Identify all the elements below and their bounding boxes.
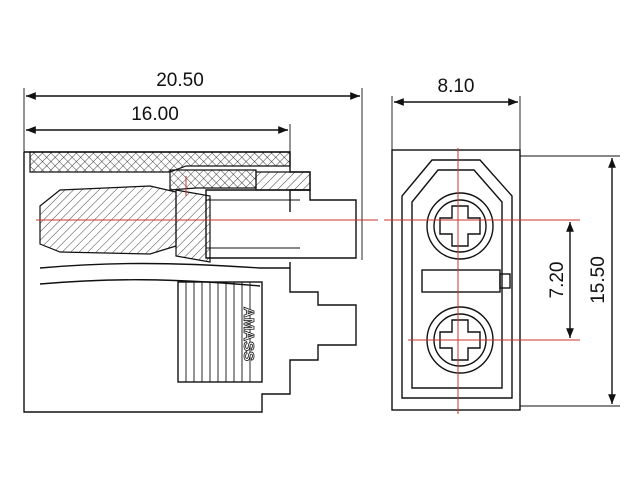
lower-housing-curve-2 bbox=[39, 279, 261, 287]
top-wall-section bbox=[29, 151, 291, 173]
sleeve-collar-section bbox=[255, 171, 311, 191]
key-slot-tab bbox=[499, 273, 511, 289]
lower-housing-curve bbox=[39, 262, 290, 269]
ribbed-grip bbox=[177, 281, 263, 383]
socket-top-outer-ring bbox=[426, 192, 494, 260]
side-section-view: 20.50 16.00 bbox=[23, 70, 378, 413]
dim-overall-length: 20.50 bbox=[156, 70, 204, 91]
housing-bottom-outline bbox=[23, 152, 357, 413]
front-housing-outline bbox=[391, 149, 521, 411]
key-slot bbox=[421, 269, 501, 293]
top-wall-inner-section bbox=[169, 169, 257, 191]
pin-shoulder-section bbox=[175, 189, 211, 263]
grip-outline bbox=[177, 281, 263, 383]
dim-body-length: 16.00 bbox=[131, 104, 179, 125]
socket-bottom-cross-slot bbox=[439, 319, 481, 361]
dim-pin-spacing: 7.20 bbox=[547, 262, 568, 299]
dim-width: 8.10 bbox=[438, 76, 475, 97]
socket-top-inner-ring bbox=[433, 199, 487, 253]
socket-top bbox=[426, 192, 494, 260]
brand-marking: AMASS bbox=[240, 307, 257, 361]
front-shell-inner bbox=[411, 169, 503, 389]
dim-height: 15.50 bbox=[588, 256, 609, 304]
front-view: 8.10 7.20 15.50 bbox=[384, 76, 620, 414]
socket-top-cross-slot bbox=[439, 205, 481, 247]
front-shell-outer bbox=[401, 159, 513, 399]
